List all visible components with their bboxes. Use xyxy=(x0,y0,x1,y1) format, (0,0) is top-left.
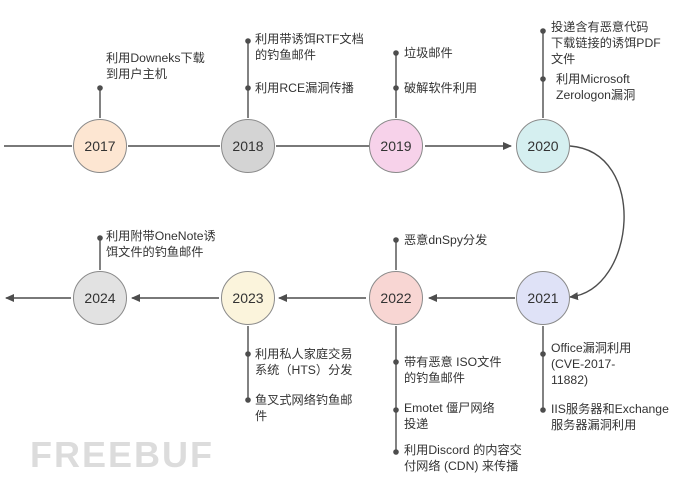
event-2021-office: Office漏洞利用 (CVE-2017- 11882) xyxy=(551,341,632,387)
dot xyxy=(245,351,251,357)
dot xyxy=(245,397,251,403)
dot xyxy=(540,76,546,82)
year-node-2021: 2021 xyxy=(516,271,570,325)
curve-arrow xyxy=(569,145,625,301)
event-2022-iso-phishing: 带有恶意 ISO文件 的钓鱼邮件 xyxy=(404,355,502,385)
year-label: 2017 xyxy=(84,138,116,154)
year-label: 2022 xyxy=(380,290,412,306)
year-node-2017: 2017 xyxy=(73,119,127,173)
year-node-2023: 2023 xyxy=(221,271,275,325)
year-label: 2018 xyxy=(232,138,264,154)
event-2022-emotet: Emotet 僵尸网络 投递 xyxy=(404,401,495,431)
year-label: 2023 xyxy=(232,290,264,306)
dot xyxy=(540,407,546,413)
event-2019-spam: 垃圾邮件 xyxy=(404,46,453,60)
freebuf-watermark: FREEBUF xyxy=(30,434,214,475)
dot xyxy=(540,28,546,34)
dot xyxy=(540,351,546,357)
year-node-2020: 2020 xyxy=(516,119,570,173)
dot xyxy=(245,85,251,91)
dot xyxy=(97,85,103,91)
event-2024-onenote: 利用附带OneNote诱 饵文件的钓鱼邮件 xyxy=(106,229,216,259)
event-2023-spear-phishing: 鱼叉式网络钓鱼邮 件 xyxy=(255,393,353,423)
event-2018-rtf-phishing: 利用带诱饵RTF文档 的钓鱼邮件 xyxy=(255,32,364,62)
year-node-2019: 2019 xyxy=(369,119,423,173)
dot xyxy=(393,359,399,365)
year-label: 2019 xyxy=(380,138,412,154)
event-2020-zerologon: 利用Microsoft Zerologon漏洞 xyxy=(556,72,636,102)
dot xyxy=(393,407,399,413)
event-2017-downeks: 利用Downeks下载 到用户主机 xyxy=(106,51,205,81)
year-node-2022: 2022 xyxy=(369,271,423,325)
dot xyxy=(393,237,399,243)
dot xyxy=(393,50,399,56)
year-label: 2020 xyxy=(527,138,559,154)
dot xyxy=(393,85,399,91)
event-2018-rce: 利用RCE漏洞传播 xyxy=(255,81,354,95)
year-label: 2024 xyxy=(84,290,116,306)
event-2021-iis-exchange: IIS服务器和Exchange 服务器漏洞利用 xyxy=(551,402,669,432)
dot xyxy=(97,235,103,241)
dot xyxy=(245,38,251,44)
dot xyxy=(393,449,399,455)
year-node-2024: 2024 xyxy=(73,271,127,325)
year-label: 2021 xyxy=(527,290,559,306)
event-2019-cracked-software: 破解软件利用 xyxy=(404,81,478,95)
event-2022-dnspy: 恶意dnSpy分发 xyxy=(404,233,488,247)
event-2023-hts: 利用私人家庭交易 系统（HTS）分发 xyxy=(255,347,353,377)
event-2020-pdf: 投递含有恶意代码 下载链接的诱饵PDF 文件 xyxy=(551,20,661,66)
year-node-2018: 2018 xyxy=(221,119,275,173)
event-2022-discord-cdn: 利用Discord 的内容交 付网络 (CDN) 来传播 xyxy=(404,443,522,473)
